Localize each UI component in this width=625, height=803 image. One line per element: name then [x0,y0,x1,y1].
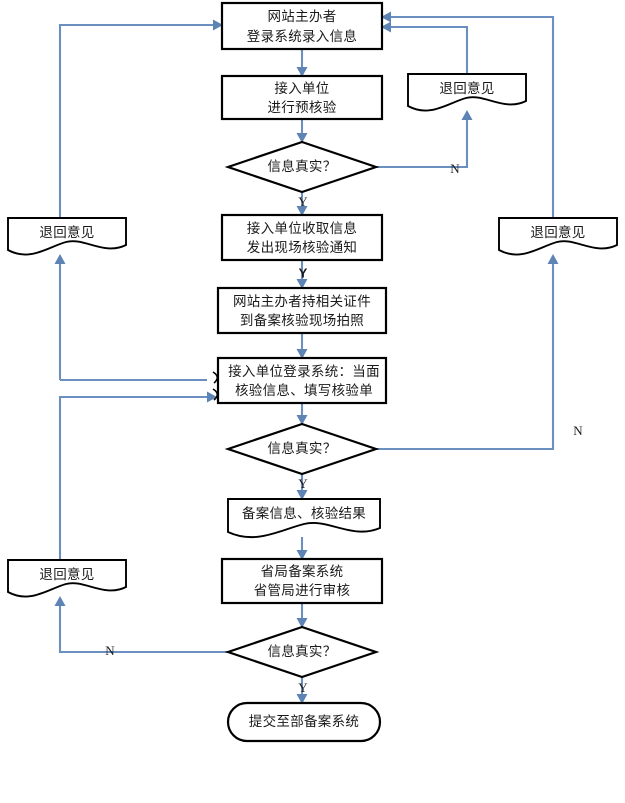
document-text: 退回意见 [39,224,94,241]
connector-r2-n1 [381,11,555,218]
connector-d1-r1-no [376,110,473,169]
connector-n5-d2 [296,403,308,425]
edge-label-yes-2: Y [299,265,308,280]
connector-rail-l1 [54,254,66,380]
node-isp-pre-verify[interactable]: 接入单位 进行预核验 [220,74,384,121]
decision-text: 信息真实？ [268,440,337,457]
document-return-opinion-top-right[interactable]: 退回意见 [407,73,527,112]
node-owner-onsite-photo[interactable]: 网站主办者持相关证件 到备案核验现场拍照 [216,286,388,335]
node-isp-collect-info[interactable]: 接入单位收取信息 发出现场核验通知 [220,213,384,262]
connector-l2-n5 [58,391,217,560]
edge-label-no-2: N [573,423,583,438]
edge-label-no-1: N [450,161,460,176]
connector-n1-n2 [296,49,308,77]
document-text: 退回意见 [530,224,585,241]
terminator-submit-to-ministry[interactable]: 提交至部备案系统 [226,701,382,743]
connector-d2-r2-no [376,254,559,451]
document-return-opinion-right[interactable]: 退回意见 [498,217,618,256]
decision-info-authentic-2[interactable]: 信息真实？ [224,422,380,476]
node-isp-login-verify[interactable]: 接入单位登录系统：当面 核验信息、填写核验单 [216,356,388,405]
connector-n6-n7 [296,537,308,560]
node-text-line: 网站主办者持相关证件 [233,294,371,310]
node-text-line: 接入单位 [274,80,329,97]
document-return-opinion-left[interactable]: 退回意见 [7,217,127,256]
edge-label-yes-3: Y [298,476,308,491]
connector-n3-n4 [296,260,308,289]
node-text-line: 接入单位收取信息 [247,220,357,237]
node-text-line: 网站主办者 [268,9,337,25]
connector-n2-d1 [296,119,308,143]
terminator-text: 提交至部备案系统 [249,713,359,730]
document-text: 退回意见 [39,566,94,583]
edge-label-layer: Y N Y Y N Y N [105,161,583,695]
node-text-line: 进行预核验 [268,100,337,116]
edge-label-yes-1: Y [298,194,308,209]
connector-l1-n1 [58,19,223,218]
connector-d2-n6-yes [296,474,308,500]
node-text-line: 省局备案系统 [261,563,344,580]
connector-d3-l2-no [54,596,228,654]
decision-text: 信息真实？ [268,643,337,660]
connector-r1-n1 [381,21,469,74]
decision-info-authentic-3[interactable]: 信息真实？ [224,625,380,679]
edge-label-yes-4: Y [298,680,308,695]
node-text-line: 登录系统录入信息 [247,28,357,45]
node-text-line: 接入单位登录系统：当面 [228,363,380,380]
document-return-opinion-bottom-left[interactable]: 退回意见 [7,559,127,598]
node-text-line: 发出现场核验通知 [247,239,357,256]
connector-n4-n5 [296,333,308,359]
connector-n7-d3 [296,603,308,628]
node-provincial-bureau-review[interactable]: 省局备案系统 省管局进行审核 [220,557,384,605]
decision-info-authentic-1[interactable]: 信息真实？ [224,140,380,194]
node-record-info-result[interactable]: 备案信息、核验结果 [227,498,381,539]
node-text-line: 备案信息、核验结果 [242,505,366,522]
edge-label-no-3: N [105,643,115,658]
decision-text: 信息真实？ [268,158,337,175]
node-website-owner-login[interactable]: 网站主办者 登录系统录入信息 [220,1,384,51]
connector-d1-n3-yes [296,192,308,216]
connector-layer [54,11,559,704]
node-text-line: 核验信息、填写核验单 [235,382,373,399]
connector-d3-t1-yes [296,677,308,704]
node-text-line: 省管局进行审核 [254,583,351,599]
node-text-line: 到备案核验现场拍照 [240,312,364,329]
document-text: 退回意见 [439,80,494,97]
